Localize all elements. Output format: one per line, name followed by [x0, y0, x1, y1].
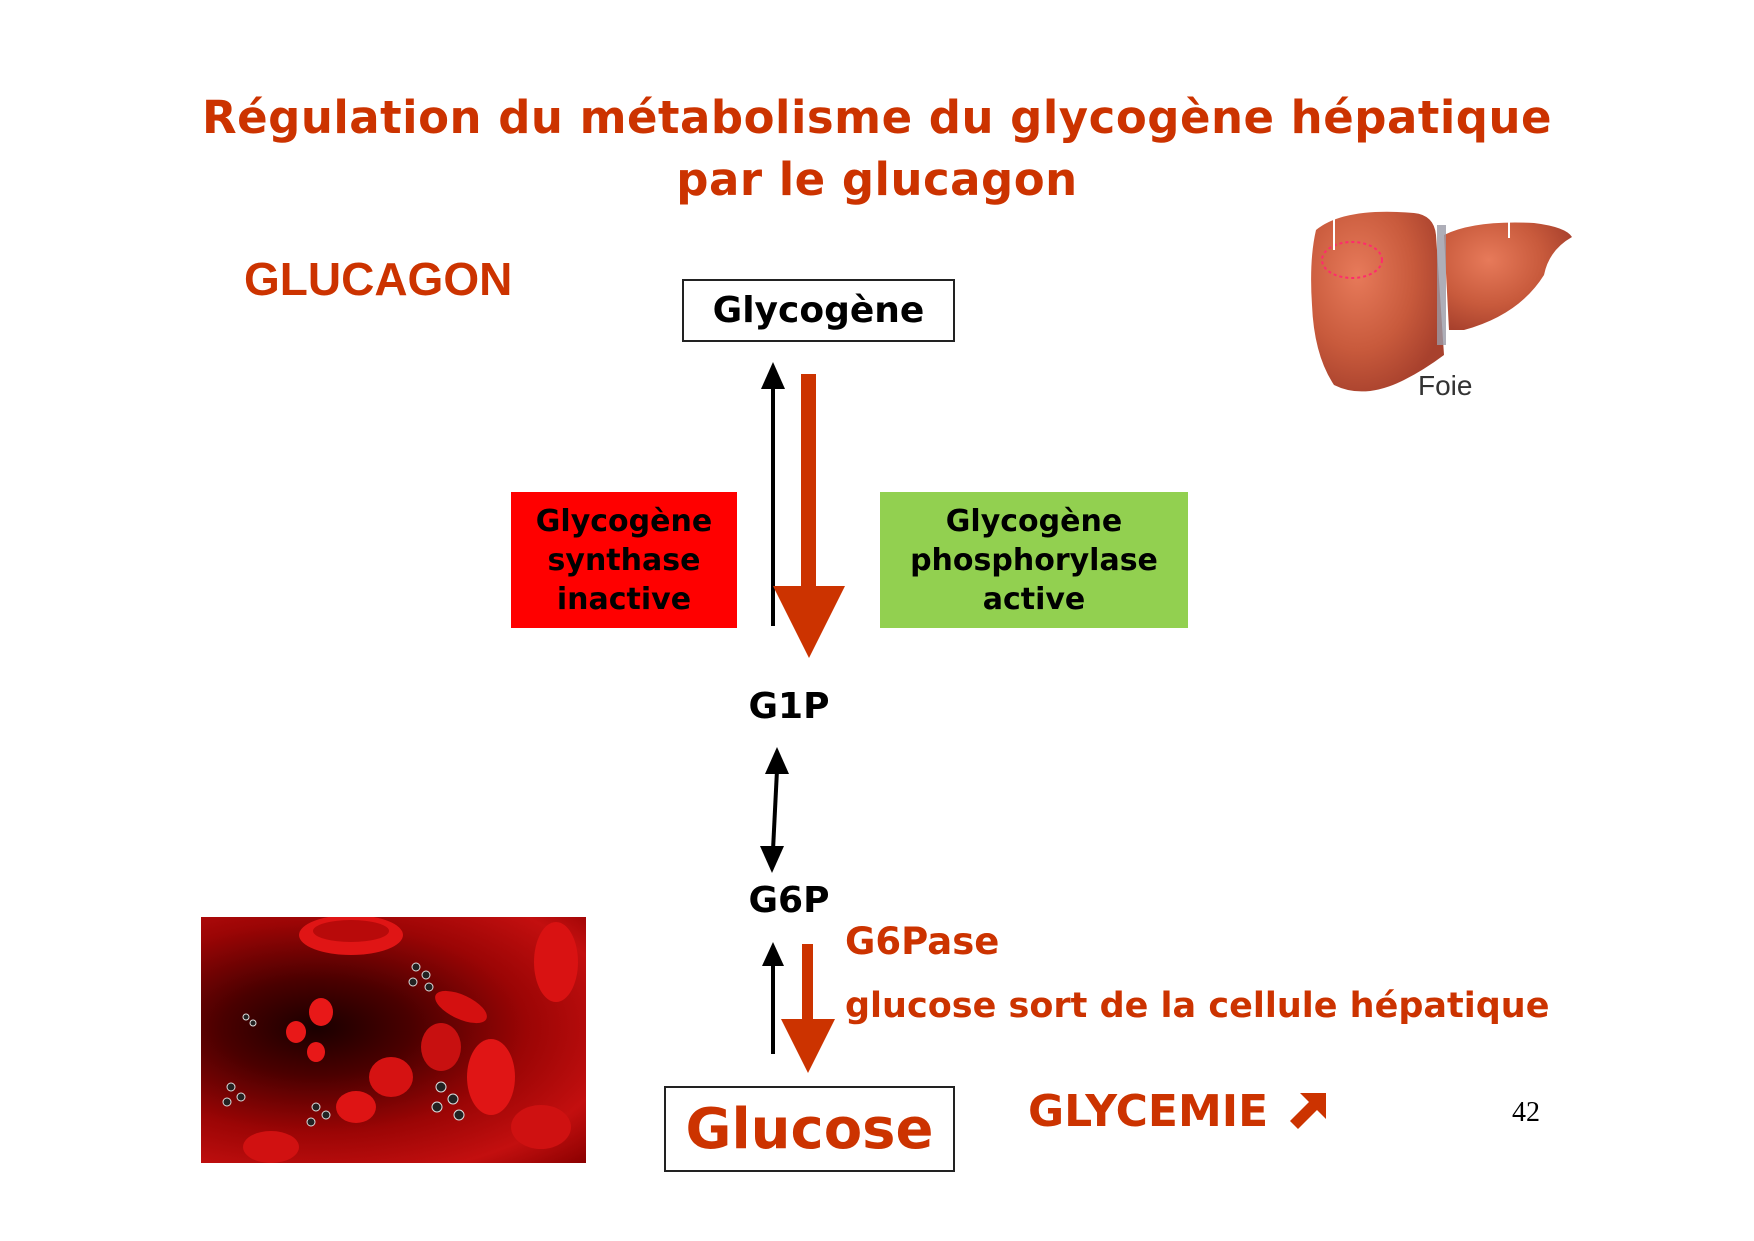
g1p-label: G1P — [748, 686, 830, 727]
double-arrow-icon — [760, 747, 789, 873]
arrow-up-icon — [762, 942, 784, 1054]
enzyme-name: synthase — [547, 542, 701, 578]
glycemia-increase: GLYCEMIE — [1028, 1086, 1328, 1137]
hormone-label: GLUCAGON — [244, 253, 513, 305]
glycemia-label: GLYCEMIE — [1028, 1086, 1269, 1137]
arrow-up-right-icon — [1290, 1092, 1327, 1129]
g6pase-label: G6Pase — [845, 920, 1000, 963]
blood-vessel-image — [201, 917, 586, 1163]
enzyme-name: phosphorylase — [910, 542, 1158, 578]
arrow-down-icon — [773, 374, 845, 658]
glycogen-label: Glycogène — [712, 290, 925, 331]
glycogen-synthase-box: Glycogène synthase inactive — [511, 492, 737, 628]
slide-title-line-1: Régulation du métabolisme du glycogène h… — [201, 91, 1553, 144]
page-number: 42 — [1512, 1097, 1540, 1128]
liver-icon — [1311, 211, 1572, 392]
g6p-label: G6P — [748, 880, 830, 921]
arrow-down-icon — [781, 944, 835, 1073]
enzyme-name: Glycogène — [945, 503, 1123, 539]
red-blood-cells-icon — [222, 917, 578, 1163]
enzyme-state: active — [982, 581, 1086, 617]
glycogen-box: Glycogène — [682, 279, 955, 342]
enzyme-name: Glycogène — [535, 503, 713, 539]
glucose-exit-note: glucose sort de la cellule hépatique — [845, 986, 1550, 1026]
slide-title-line-2: par le glucagon — [676, 153, 1078, 206]
glucose-box: Glucose — [664, 1086, 955, 1172]
enzyme-state: inactive — [556, 581, 692, 617]
glycogen-phosphorylase-box: Glycogène phosphorylase active — [880, 492, 1188, 628]
glucose-label: Glucose — [685, 1096, 934, 1162]
arrow-up-icon — [761, 362, 785, 626]
liver-caption: Foie — [1418, 370, 1473, 401]
